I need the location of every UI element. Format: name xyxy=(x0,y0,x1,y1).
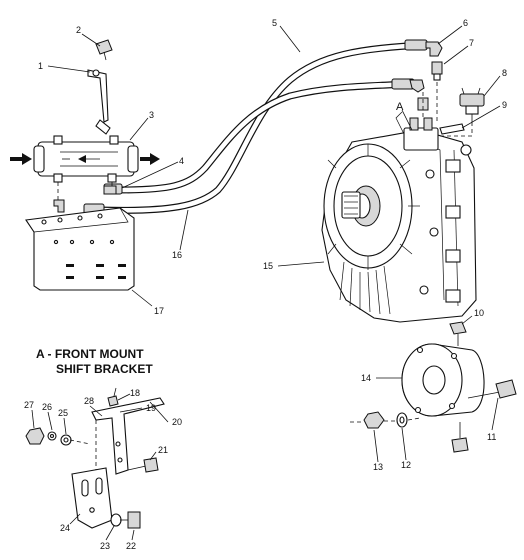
lock-washer xyxy=(396,412,408,428)
cooler-bracket xyxy=(87,69,111,135)
callout-6: 6 xyxy=(463,18,468,28)
callout-23: 23 xyxy=(100,541,110,551)
callout-7: 7 xyxy=(469,38,474,48)
output-coupling xyxy=(401,343,485,417)
oil-cooler xyxy=(10,135,160,200)
callout-12: 12 xyxy=(401,460,411,470)
callout-26: 26 xyxy=(42,402,52,412)
view-marker-a: A xyxy=(396,101,404,113)
pressure-switch xyxy=(459,87,485,122)
mounting-plate xyxy=(25,207,135,291)
fitting-lower xyxy=(409,79,429,111)
callout-16: 16 xyxy=(172,250,182,260)
hex-nut xyxy=(363,411,385,429)
callout-24: 24 xyxy=(60,523,70,533)
callout-3: 3 xyxy=(149,110,154,120)
callout-28: 28 xyxy=(84,396,94,406)
callout-8: 8 xyxy=(502,68,507,78)
coupling-bolt-bottom xyxy=(451,422,469,453)
coupling-bolt-top xyxy=(449,321,467,346)
callout-13: 13 xyxy=(373,462,383,472)
callout-25: 25 xyxy=(58,408,68,418)
callout-11: 11 xyxy=(487,432,496,442)
callout-5: 5 xyxy=(272,18,277,28)
callout-17: 17 xyxy=(154,306,164,316)
callout-14: 14 xyxy=(361,373,371,383)
leader-lines xyxy=(31,25,501,541)
callout-20: 20 xyxy=(172,417,182,427)
shift-bracket-assembly xyxy=(25,387,165,529)
inset-title-line1: A - FRONT MOUNT xyxy=(36,347,144,361)
cooler-fittings xyxy=(53,185,117,213)
elbow-fitting xyxy=(425,41,443,57)
callout-labels: 1 2 3 4 5 6 7 8 9 10 11 12 13 14 15 16 1… xyxy=(24,18,507,551)
callout-19: 19 xyxy=(146,403,156,413)
callout-27: 27 xyxy=(24,400,34,410)
callout-4: 4 xyxy=(179,156,184,166)
inset-title-line2: SHIFT BRACKET xyxy=(56,362,153,376)
callout-22: 22 xyxy=(126,541,136,551)
callout-21: 21 xyxy=(158,445,168,455)
transmission-housing xyxy=(321,111,477,323)
adapter-fitting xyxy=(431,61,443,81)
shift-lever xyxy=(439,123,465,135)
callout-15: 15 xyxy=(263,261,273,271)
callout-10: 10 xyxy=(474,308,484,318)
callout-9: 9 xyxy=(502,100,507,110)
bracket-screw xyxy=(95,39,113,61)
callout-18: 18 xyxy=(130,388,140,398)
callout-2: 2 xyxy=(76,25,81,35)
callout-1: 1 xyxy=(38,61,43,71)
coupling-bolt-side xyxy=(467,379,517,399)
